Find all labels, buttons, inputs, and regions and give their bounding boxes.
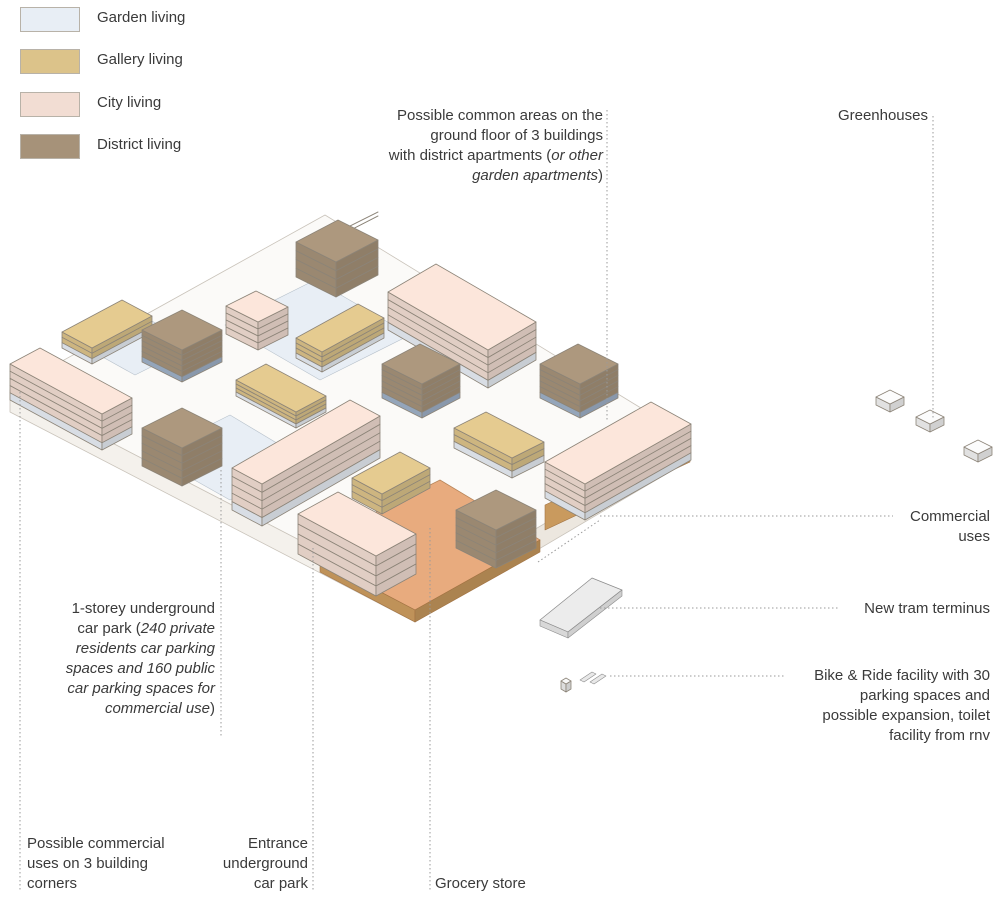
label-commercial-uses: Commercial uses bbox=[909, 508, 990, 545]
bike-rack-2 bbox=[589, 673, 607, 685]
legend-label: City living bbox=[97, 94, 162, 111]
gallery-building-center bbox=[235, 363, 327, 429]
greenhouse-3 bbox=[963, 439, 993, 463]
district-building-center bbox=[381, 343, 461, 419]
city-building-northeast bbox=[387, 263, 537, 389]
facilities bbox=[539, 389, 993, 693]
legend-label: District living bbox=[97, 136, 182, 153]
label-common-areas: Possible common areas on the ground floo… bbox=[388, 107, 603, 184]
label-underground-car-park: 1-storey underground car park (240 priva… bbox=[65, 600, 215, 717]
label-car-park-entrance: Entrance underground car park bbox=[222, 835, 308, 892]
label-grocery-store: Grocery store bbox=[435, 875, 526, 892]
leader-lines bbox=[19, 110, 934, 890]
tram-terminus-edge-right bbox=[567, 589, 623, 639]
legend-label: Gallery living bbox=[97, 51, 183, 68]
district-building-east bbox=[539, 343, 619, 419]
greenhouse-1 bbox=[875, 389, 905, 413]
city-building-south-center bbox=[231, 399, 381, 527]
gallery-building-southeast bbox=[453, 411, 545, 479]
gallery-building-north-center bbox=[295, 303, 385, 373]
legend-item-gallery-living: Gallery living bbox=[20, 49, 320, 77]
legend-swatch-district bbox=[20, 134, 80, 159]
city-building-south bbox=[297, 491, 417, 597]
legend-label: Garden living bbox=[97, 9, 186, 26]
district-building-north bbox=[295, 219, 379, 298]
gallery-building-grocery bbox=[351, 451, 431, 515]
district-building-southwest bbox=[141, 407, 223, 487]
city-building-west bbox=[9, 347, 133, 451]
legend-swatch-garden bbox=[20, 7, 80, 32]
bike-ride-kiosk bbox=[560, 677, 572, 693]
legend-item-district-living: District living bbox=[20, 134, 320, 162]
buildings bbox=[9, 211, 692, 597]
label-commercial-corners: Possible commercial uses on 3 building c… bbox=[27, 835, 165, 892]
bike-rack-1 bbox=[579, 671, 597, 683]
district-building-south bbox=[455, 489, 537, 569]
district-building-west bbox=[141, 309, 223, 383]
city-building-southeast bbox=[544, 401, 692, 521]
legend-swatch-gallery bbox=[20, 49, 80, 74]
city-building-north-small bbox=[225, 290, 289, 351]
leader-commercial-diag bbox=[537, 519, 601, 563]
greenhouse-2 bbox=[915, 409, 945, 433]
legend-item-garden-living: Garden living bbox=[20, 7, 320, 35]
legend-item-city-living: City living bbox=[20, 92, 320, 120]
gallery-building-northwest bbox=[61, 299, 153, 365]
legend-swatch-city bbox=[20, 92, 80, 117]
label-greenhouses: Greenhouses bbox=[837, 107, 928, 124]
label-tram-terminus: New tram terminus bbox=[864, 600, 990, 617]
label-bike-and-ride: Bike & Ride facility with 30 parking spa… bbox=[814, 667, 990, 744]
